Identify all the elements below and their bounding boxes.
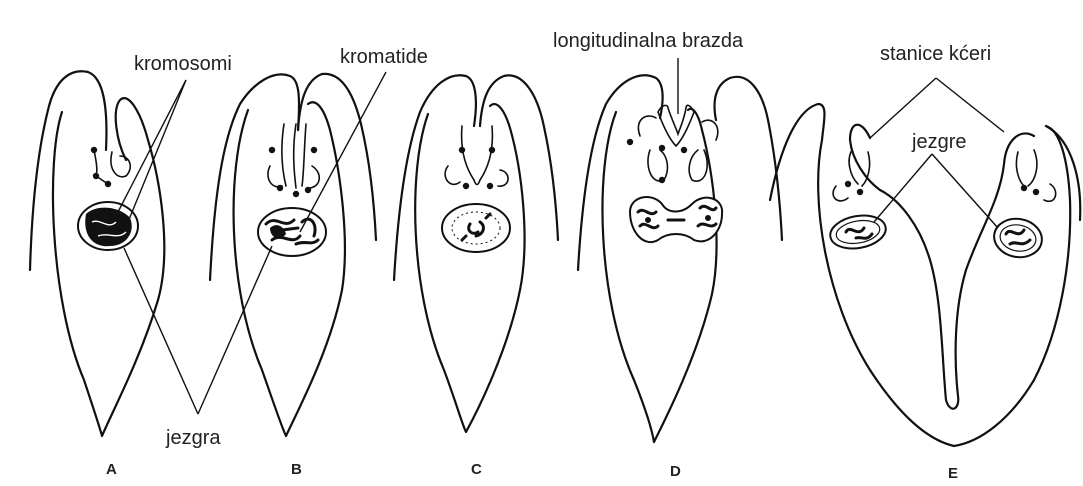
nucleus-e-left xyxy=(828,211,889,252)
nucleus-e-right xyxy=(991,215,1045,261)
panel-letters: A B C D E xyxy=(106,461,958,482)
pointer-stanice-kceri-left xyxy=(870,78,936,138)
panel-label-e: E xyxy=(948,465,958,482)
label-kromatide: kromatide xyxy=(340,46,428,68)
cell-d xyxy=(578,75,782,442)
pointer-stanice-kceri-right xyxy=(936,78,1004,132)
panel-label-d: D xyxy=(670,463,681,480)
pointer-jezgra-b xyxy=(198,246,272,414)
pointer-kromosomi-2 xyxy=(128,80,186,222)
label-jezgra: jezgra xyxy=(165,427,221,449)
cell-b xyxy=(210,74,376,436)
pointer-jezgre-left xyxy=(874,154,932,222)
label-kromosomi: kromosomi xyxy=(134,53,232,75)
label-stanice-kceri: stanice kćeri xyxy=(880,43,991,65)
panel-label-b: B xyxy=(291,461,302,478)
cell-a xyxy=(30,71,164,436)
panel-label-c: C xyxy=(471,461,482,478)
nucleus-b xyxy=(258,208,326,256)
cell-e xyxy=(770,104,1080,446)
cell-c xyxy=(394,75,558,432)
nucleus-a xyxy=(78,202,138,250)
label-longitudinalna-brazda: longitudinalna brazda xyxy=(553,30,744,52)
pointer-jezgre-right xyxy=(932,154,998,228)
panel-label-a: A xyxy=(106,461,117,478)
pointer-jezgra-a xyxy=(124,248,198,414)
nucleus-d xyxy=(630,197,722,242)
label-jezgre: jezgre xyxy=(911,131,966,153)
nucleus-c xyxy=(442,204,510,252)
